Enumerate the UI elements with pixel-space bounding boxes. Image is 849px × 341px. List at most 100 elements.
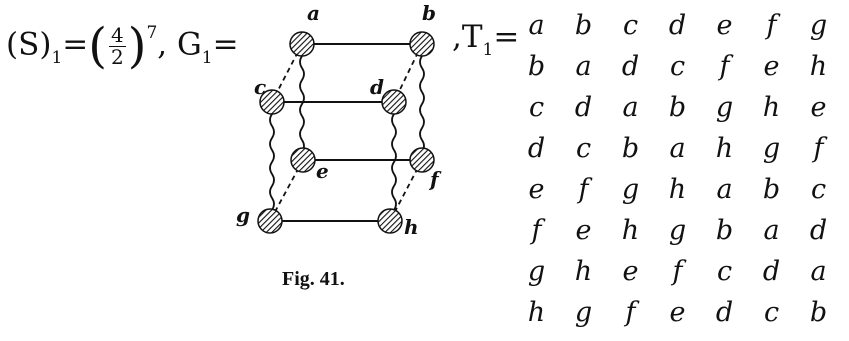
table-cell: e (763, 51, 780, 82)
table-cell: d (809, 215, 828, 246)
table-cell: b (574, 10, 593, 41)
vertex-d (381, 89, 407, 115)
table-cell: f (531, 215, 542, 246)
vertex-f (409, 147, 435, 173)
label-g: g (236, 203, 250, 227)
table-cell: h (621, 215, 640, 246)
label-b: b (422, 1, 436, 25)
table-cell: c (622, 10, 639, 41)
label-c: c (254, 75, 266, 99)
comma-before-t: , (452, 19, 462, 55)
table-cell: d (527, 133, 546, 164)
table-cell: f (813, 133, 824, 164)
table-cell: h (715, 133, 734, 164)
table-cell: a (622, 92, 639, 123)
equals-sign-t: = (493, 19, 520, 55)
close-paren: ) (127, 18, 147, 74)
vertex-h (377, 208, 403, 234)
table-cell: c (763, 297, 780, 328)
table-cell: e (842, 133, 849, 172)
comma: , (157, 26, 168, 63)
equals-sign: = (62, 26, 89, 63)
exponent: 7 (146, 22, 158, 43)
table-cell: a (716, 174, 733, 205)
table-cell: h (762, 92, 781, 123)
label-h: h (404, 215, 419, 239)
table-cell: d (621, 51, 640, 82)
table-cell: c (716, 256, 733, 287)
table-cell: g (809, 10, 828, 41)
table-cell: d (715, 297, 734, 328)
permutation-table: abcdefghbadcfehgcdabghefdcbahgfeefghabcd… (513, 10, 849, 341)
vertex-g (257, 208, 283, 234)
table-cell: b (715, 215, 734, 246)
table-cell: e (622, 256, 639, 287)
table-cell: a (763, 215, 780, 246)
prism-graph-figure: a b c d e f g h (236, 1, 442, 239)
table-row: hgfedcba. (513, 297, 849, 336)
table-cell: e (669, 297, 686, 328)
table-cell: d (842, 174, 849, 213)
table-cell: h (527, 297, 546, 328)
label-f: f (428, 167, 442, 191)
table-row: fehgbadc (513, 215, 849, 254)
table-cell: g (574, 297, 593, 328)
table-cell: h (574, 256, 593, 287)
table-cell: b (762, 174, 781, 205)
label-e: e (316, 159, 329, 183)
table-cell: e (810, 92, 827, 123)
table-cell: d (668, 10, 687, 41)
t-subscript: 1 (482, 40, 494, 60)
table-cell: a (810, 256, 827, 287)
vertex-c (259, 89, 285, 115)
table-cell: f (842, 92, 849, 131)
vertex-e (290, 147, 316, 173)
t-label: T (461, 19, 483, 55)
table-cell: b (842, 256, 849, 295)
table-cell: a (575, 51, 592, 82)
table-row: badcfehg (513, 51, 849, 90)
vertex-a (289, 31, 315, 57)
table-cell: g (527, 256, 546, 287)
g-label: G (177, 26, 202, 63)
table-cell: f (719, 51, 730, 82)
g-subscript: 1 (201, 47, 213, 68)
table-cell: e (575, 215, 592, 246)
table-cell: g (621, 174, 640, 205)
solid-edges (270, 43, 422, 222)
table-cell: g (715, 92, 734, 123)
table-cell: g (762, 133, 781, 164)
table-cell: h (842, 10, 849, 49)
table-cell: f (672, 256, 683, 287)
table-cell: h (668, 174, 687, 205)
s-subscript: 1 (51, 47, 63, 68)
table-cell: d (762, 256, 781, 287)
table-cell: d (574, 92, 593, 123)
equals-sign-g: = (212, 26, 239, 63)
table-cell: h (809, 51, 828, 82)
table-cell: b (621, 133, 640, 164)
table-row: cdabghef (513, 92, 849, 131)
equation-t1: ,T1= (452, 19, 520, 59)
table-cell: b (809, 297, 828, 328)
label-d: d (370, 75, 384, 99)
table-cell: b (668, 92, 687, 123)
table-cell: g (668, 215, 687, 246)
table-cell: b (527, 51, 546, 82)
table-cell: c (528, 92, 545, 123)
table-cell: a (669, 133, 686, 164)
vertex-b (409, 31, 435, 57)
table-cell: c (669, 51, 686, 82)
s-label: (S) (6, 26, 52, 63)
table-cell: c (575, 133, 592, 164)
table-cell: f (578, 174, 589, 205)
table-cell: e (528, 174, 545, 205)
label-a: a (307, 1, 320, 25)
table-cell: f (625, 297, 636, 328)
vertices (257, 31, 435, 234)
table-cell: a (528, 10, 545, 41)
table-row: efghabcd (513, 174, 849, 213)
